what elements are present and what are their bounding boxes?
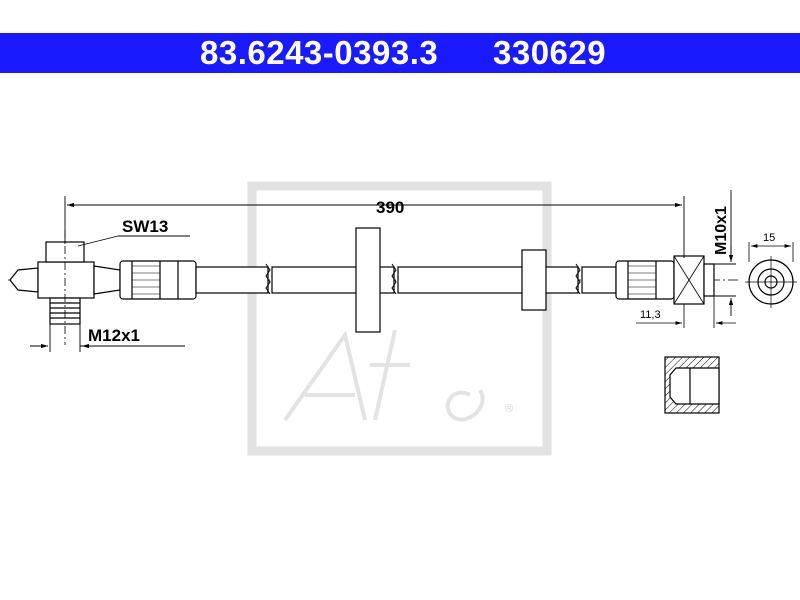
length-dimension (64, 196, 685, 258)
trademark-symbol: ® (505, 403, 513, 415)
thread-right-label: M10x1 (713, 206, 730, 255)
hose-bracket (355, 227, 547, 333)
brake-hose (195, 263, 617, 295)
wrench-size-label: SW13 (122, 217, 168, 236)
diameter-dimension (748, 242, 794, 262)
m12-dimension (30, 324, 185, 352)
length-label: 390 (376, 198, 404, 217)
end-length-dimension (636, 296, 736, 328)
right-ferrule (615, 260, 675, 300)
end-length-label: 11,3 (640, 309, 661, 321)
title-bar: 83.6243-0393.3 330629 (0, 33, 800, 73)
m10-fitting (673, 255, 715, 305)
left-ferrule (119, 260, 197, 300)
ref-number: 330629 (493, 34, 607, 71)
thread-left-label: M12x1 (88, 326, 140, 345)
banjo-fitting (9, 230, 121, 345)
ate-watermark: ® (247, 181, 552, 456)
m10-dimension (714, 190, 736, 316)
part-number: 83.6243-0393.3 (200, 34, 439, 71)
end-diameter-label: 15 (763, 232, 775, 244)
end-view (745, 256, 797, 308)
sw13-leader (77, 235, 190, 247)
seat-detail (664, 356, 720, 414)
